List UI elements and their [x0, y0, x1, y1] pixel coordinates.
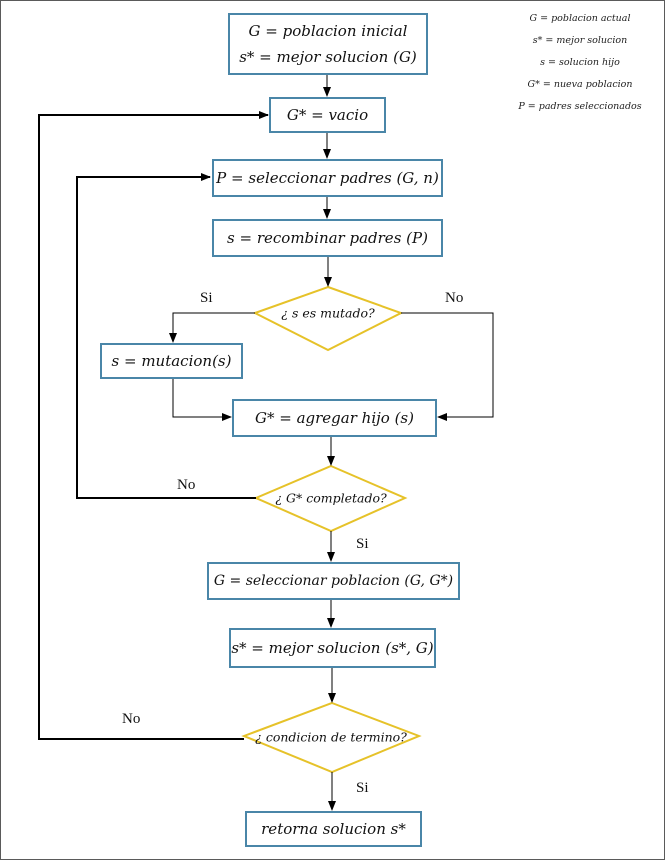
- label-termination-no: No: [122, 711, 141, 727]
- best-solution-text: s* = mejor solucion (s*, G): [231, 639, 434, 657]
- legend-item: P = padres seleccionados: [518, 101, 642, 112]
- decision-mutated-shape: [252, 285, 404, 352]
- decision-mutated-text: ¿ s es mutado?: [281, 305, 375, 321]
- arrow-mutated-yes: [169, 312, 255, 343]
- box-select-parents: P = seleccionar padres (G, n): [212, 159, 443, 197]
- add-child-text: G* = agregar hijo (s): [255, 409, 414, 427]
- box-best-solution: s* = mejor solucion (s*, G): [229, 628, 436, 668]
- select-population-text: G = seleccionar poblacion (G, G*): [213, 573, 454, 589]
- label-mutated-yes: Si: [200, 290, 213, 306]
- init-line-2: s* = mejor solucion (G): [239, 48, 417, 66]
- box-empty-new-population: G* = vacio: [269, 97, 386, 133]
- legend: G = poblacion actual s* = mejor solucion…: [498, 8, 662, 118]
- legend-item: s = solucion hijo: [540, 57, 620, 68]
- label-mutated-no: No: [445, 290, 464, 306]
- label-termination-yes: Si: [356, 780, 369, 796]
- box-select-population: G = seleccionar poblacion (G, G*): [207, 562, 460, 600]
- select-parents-text: P = seleccionar padres (G, n): [216, 169, 439, 187]
- arrow-mutation-to-add: [172, 378, 232, 421]
- arrow-termination-no: [38, 111, 269, 740]
- init-line-1: G = poblacion inicial: [248, 22, 408, 40]
- decision-termination-text: ¿ condicion de termino?: [255, 729, 407, 745]
- legend-item: s* = mejor solucion: [532, 35, 628, 46]
- legend-item: G = poblacion actual: [529, 13, 631, 24]
- decision-completed-text: ¿ G* completado?: [275, 490, 387, 506]
- arrow-completed-no: [76, 173, 256, 499]
- recombine-text: s = recombinar padres (P): [227, 229, 428, 247]
- box-initial-population: G = poblacion inicial s* = mejor solucio…: [228, 13, 428, 75]
- mutation-text: s = mutacion(s): [111, 352, 232, 370]
- box-return-solution: retorna solucion s*: [245, 811, 422, 847]
- box-recombine: s = recombinar padres (P): [212, 219, 443, 257]
- label-completed-yes: Si: [356, 536, 369, 552]
- return-text: retorna solucion s*: [261, 820, 406, 838]
- arrow-mutated-no: [401, 312, 494, 421]
- label-completed-no: No: [177, 477, 196, 493]
- legend-item: G* = nueva poblacion: [527, 79, 633, 90]
- box-mutation: s = mutacion(s): [100, 343, 243, 379]
- empty-text: G* = vacio: [286, 106, 369, 124]
- box-add-child: G* = agregar hijo (s): [232, 399, 437, 437]
